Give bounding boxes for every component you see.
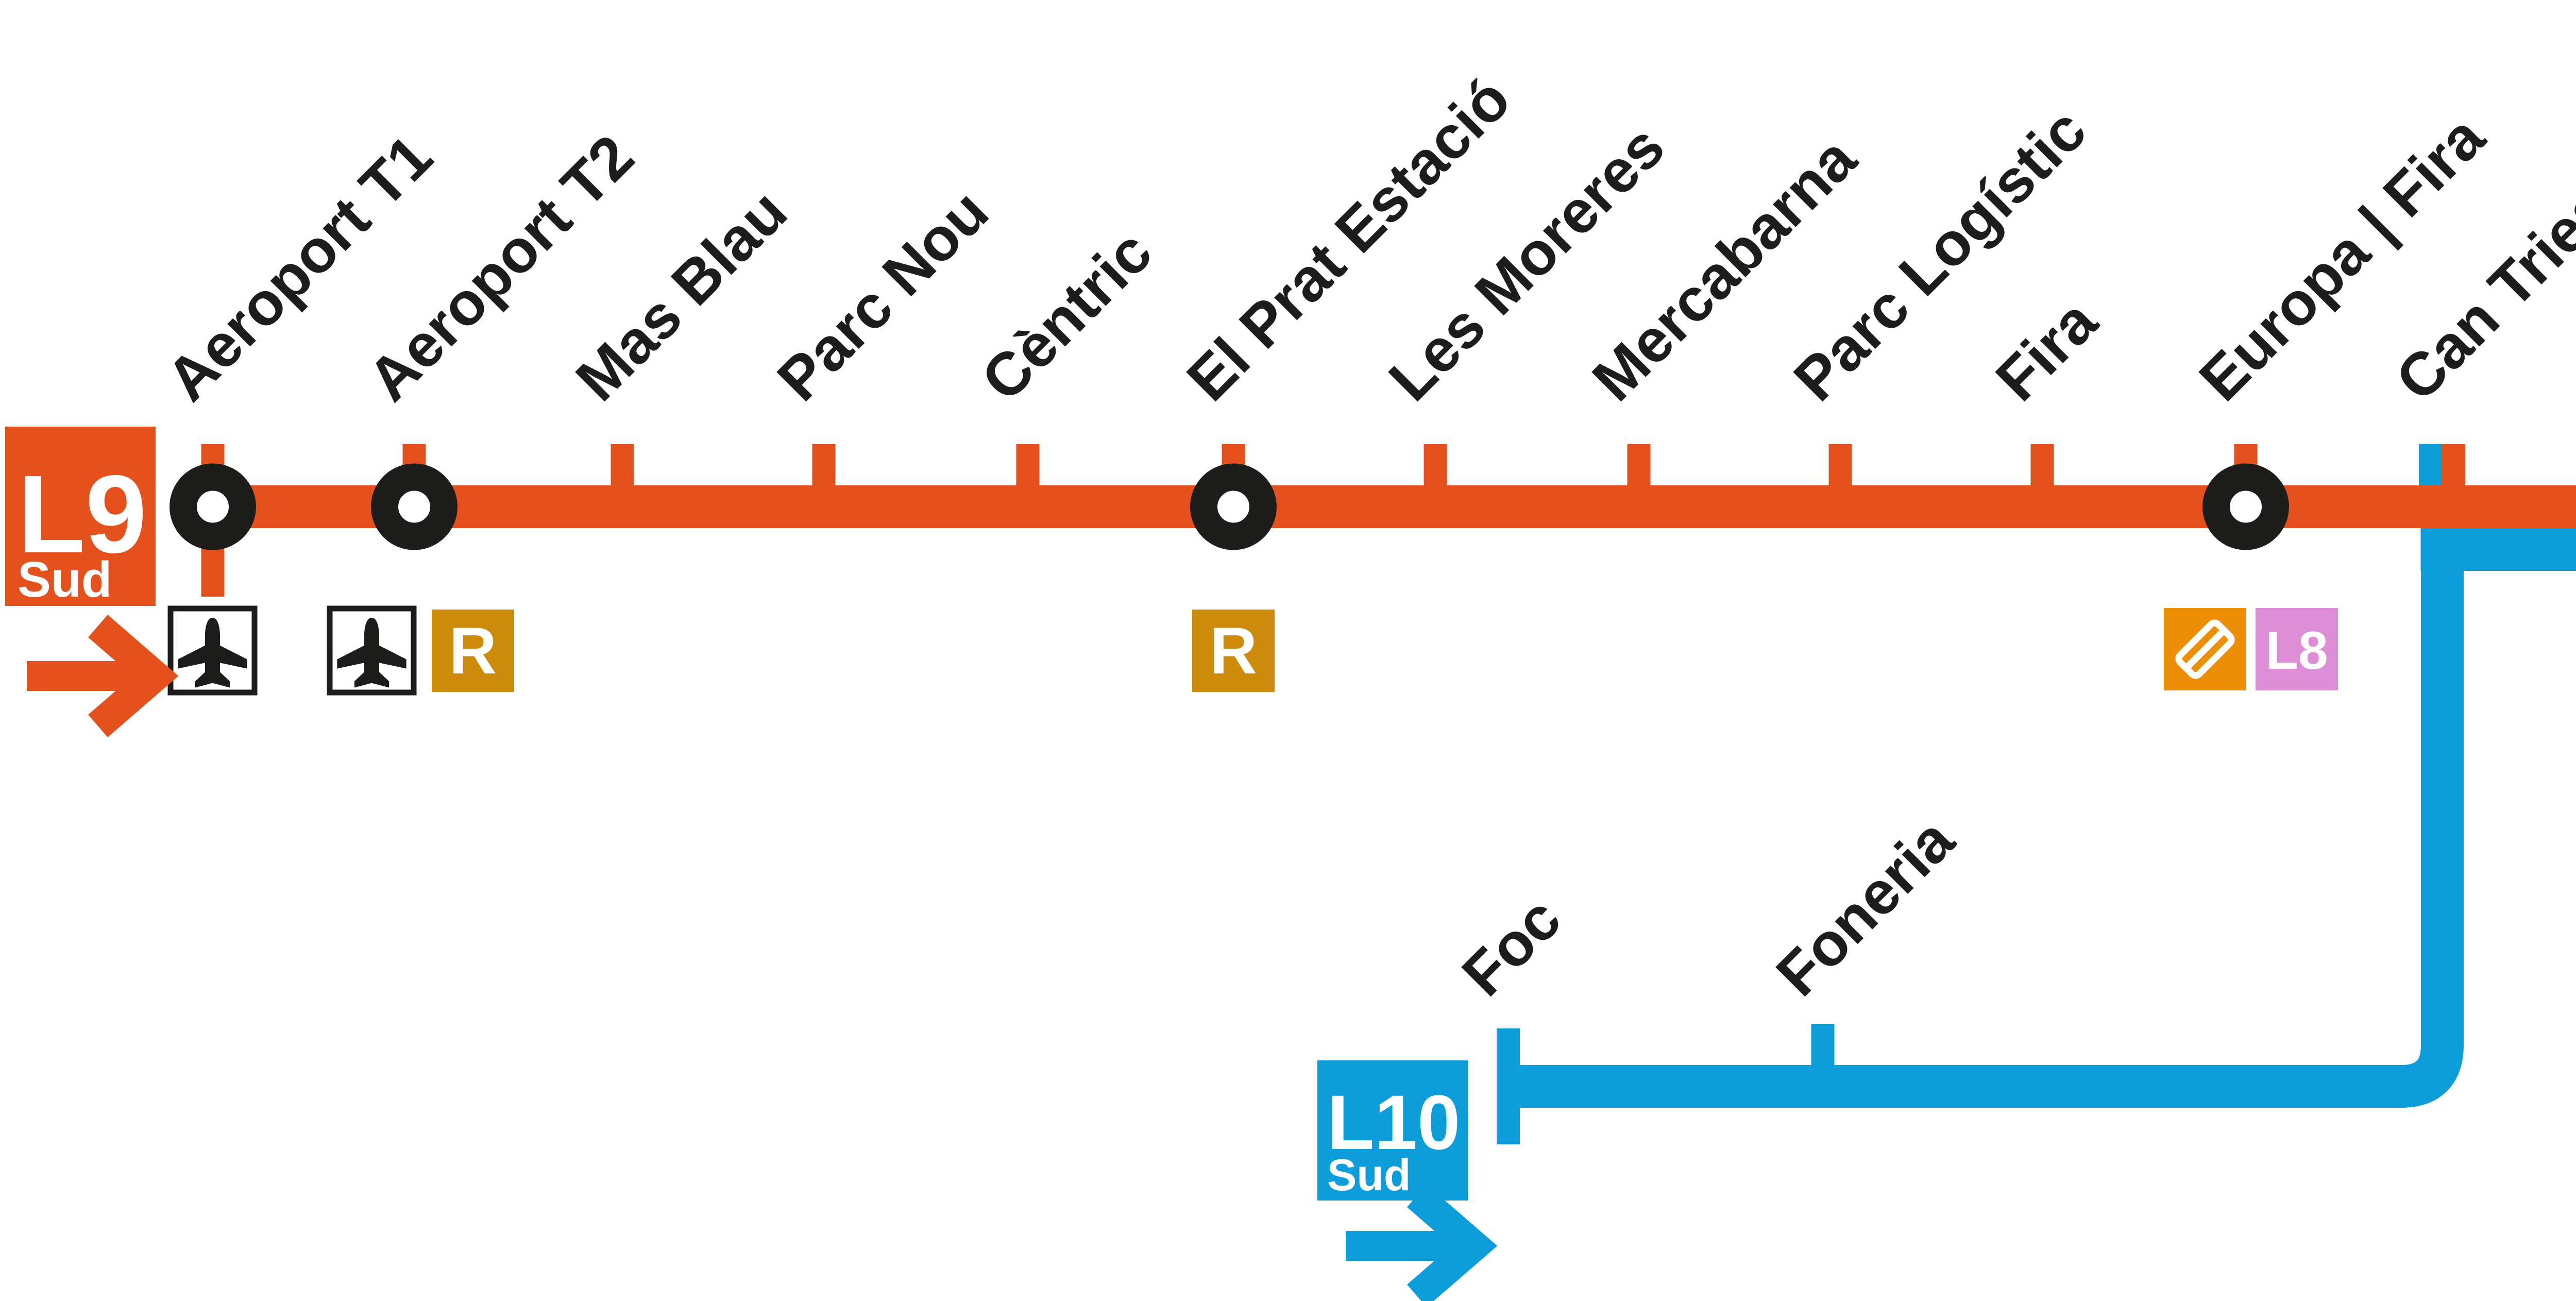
tick-foneria [1811,1024,1835,1065]
l10-parallel-line [2420,528,2576,571]
tick-mercabarna [1627,444,1651,485]
airport-icon-t2 [327,605,417,696]
tick-les-moreres [1423,444,1447,485]
ring-el-prat-estacio [1190,463,1277,550]
tick-fira [2030,444,2054,485]
station-label-foc: Foc [1449,885,1574,1009]
ring-europa-fira [2202,463,2289,550]
l9-sud-badge-left-suffix: Sud [18,551,112,607]
station-label-foneria: Foneria [1764,805,1968,1009]
tick-parc-nou [812,444,836,485]
station-label-parc-nou: Parc Nou [765,177,1002,414]
l10-sud-badge-terminus: L10 Sud [1317,1060,1468,1201]
terminus-bar-foc [1497,1028,1520,1144]
tick-can-tries-blue [2419,444,2442,485]
tick-centric [1016,444,1040,485]
station-label-centric: Cèntric [969,218,1165,414]
rodalies-badge-aeroport-t2: R [432,610,514,692]
rodalies-badge-el-prat-letter: R [1210,614,1257,688]
l10-branch-line [1497,485,2464,1108]
tick-mas-blau [611,444,634,485]
l9-direction-arrow-start [27,626,156,726]
airport-icon-t1 [167,605,258,696]
l10-sud-badge-terminus-suffix: Sud [1327,1151,1411,1200]
l9-sud-badge-left: L9 Sud [5,427,156,607]
rodalies-badge-el-prat: R [1192,610,1275,692]
station-label-fira: Fira [1983,286,2110,414]
l9-sud-badge-left-line: L9 [18,452,147,576]
l10-sud-badge-terminus-line: L10 [1327,1079,1460,1165]
rodalies-badge-aeroport-t2-letter: R [449,614,497,688]
l10-direction-arrow-terminus [1346,1196,1475,1296]
ring-aeroport-t1 [170,463,256,550]
tick-parc-logistic [1828,444,1852,485]
ring-aeroport-t2 [371,463,457,550]
fgc-icon [2164,608,2246,690]
l8-badge-label: L8 [2265,621,2328,681]
l9-line [193,485,2576,528]
l8-badge: L8 [2256,608,2338,690]
tick-can-tries-orange [2442,444,2465,485]
